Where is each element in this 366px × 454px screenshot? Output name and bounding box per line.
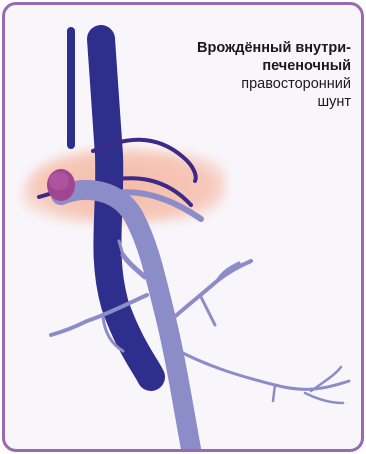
- shunt-highlight: [49, 172, 69, 190]
- caption-line-3: правосторонний: [151, 75, 351, 93]
- caption-line-4: шунт: [151, 93, 351, 111]
- caption: Врождённый внутри- печеночный правосторо…: [151, 39, 351, 111]
- caption-line-2: печеночный: [151, 57, 351, 75]
- caption-line-1: Врождённый внутри-: [151, 39, 351, 57]
